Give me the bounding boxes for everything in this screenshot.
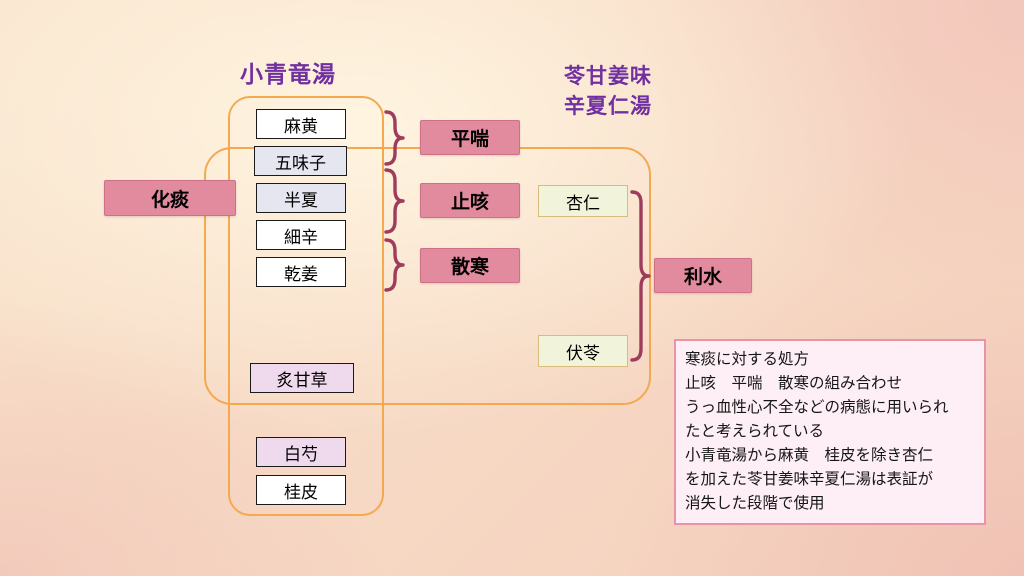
herb-byakushaku: 白芍 <box>256 437 346 467</box>
function-sankan: 散寒 <box>420 248 520 283</box>
function-risui: 利水 <box>654 258 752 293</box>
note-line: を加えた苓甘姜味辛夏仁湯は表証が <box>685 471 934 488</box>
herb-saishin: 細辛 <box>256 220 346 250</box>
note-line: 消失した段階で使用 <box>685 495 825 512</box>
note-line: たと考えられている <box>685 423 825 440</box>
herb-shakanzo: 炙甘草 <box>250 363 354 393</box>
category-katan: 化痰 <box>104 180 236 216</box>
function-shigai: 止咳 <box>420 183 520 218</box>
brace-sankan <box>384 238 405 292</box>
herb-bukuryo: 伏苓 <box>538 335 628 367</box>
title-ryokankyomi-line1: 苓甘姜味 <box>564 65 652 88</box>
herb-gomishi: 五味子 <box>254 146 347 176</box>
function-heizen: 平喘 <box>420 120 520 155</box>
note-line: 小青竜湯から麻黄 桂皮を除き杏仁 <box>685 447 934 464</box>
herb-kyonin: 杏仁 <box>538 185 628 217</box>
group-rect-shoseiryuto <box>228 96 384 516</box>
herb-mao: 麻黄 <box>256 109 346 139</box>
note-line: 止咳 平喘 散寒の組み合わせ <box>685 375 903 392</box>
herb-kankyo: 乾姜 <box>256 257 346 287</box>
brace-shigai <box>384 168 405 234</box>
brace-heizen <box>384 110 405 166</box>
note-line: うっ血性心不全などの病態に用いられ <box>685 399 949 416</box>
note-line: 寒痰に対する処方 <box>685 351 810 368</box>
herb-keihi: 桂皮 <box>256 475 346 505</box>
title-shoseiryuto: 小青竜湯 <box>240 61 336 87</box>
brace-risui <box>630 190 651 362</box>
herb-hange: 半夏 <box>256 183 346 213</box>
title-ryokankyomi-line2: 辛夏仁湯 <box>564 95 652 118</box>
note-box: 寒痰に対する処方 止咳 平喘 散寒の組み合わせ うっ血性心不全などの病態に用いら… <box>674 339 986 525</box>
